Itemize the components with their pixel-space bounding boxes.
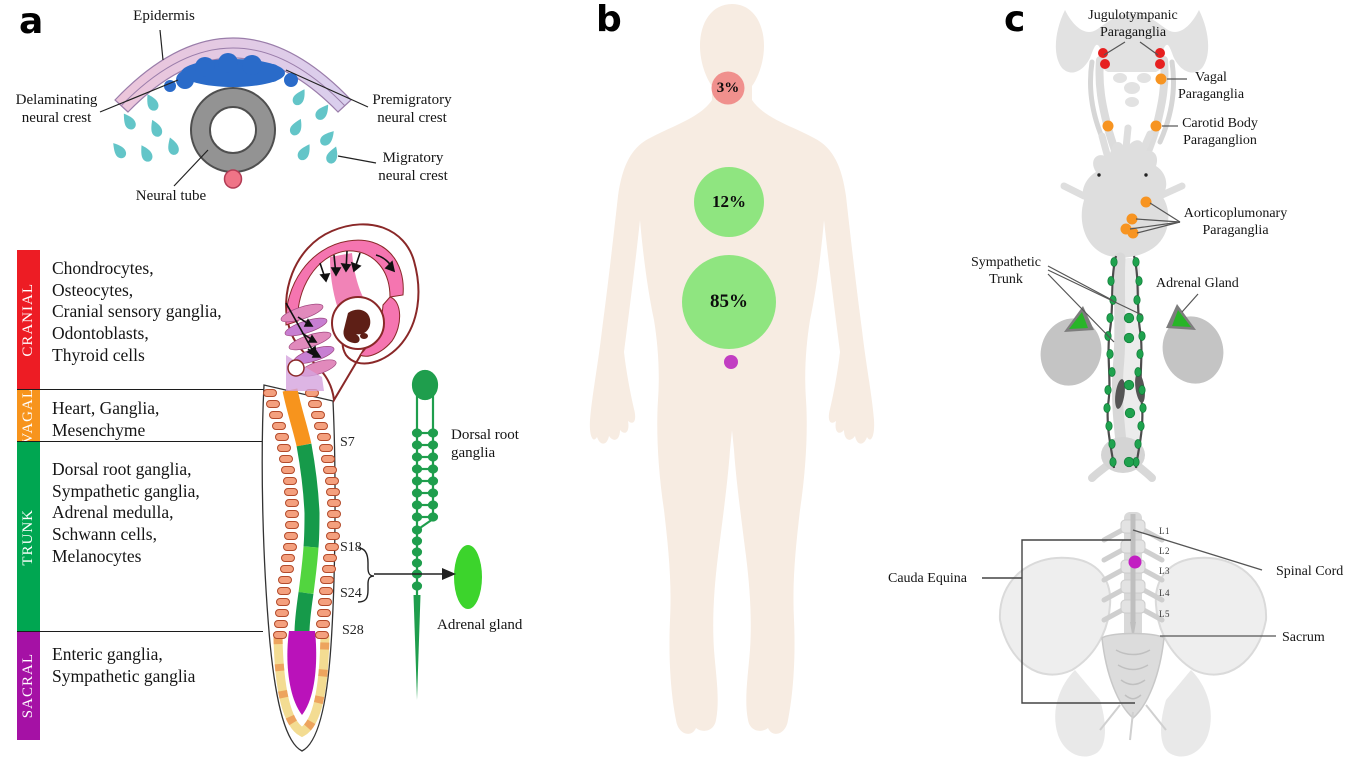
cauda-equina-bracket	[982, 539, 1135, 704]
adrenal-gland-c-label: Adrenal Gland	[1156, 276, 1239, 291]
leader-lines	[99, 29, 377, 187]
body-silhouette-drawing	[589, 4, 875, 734]
left-adrenal-gland	[1064, 306, 1094, 332]
embryo-drawing	[261, 223, 482, 752]
panel-a-letter: a	[19, 1, 44, 42]
human-silhouette	[589, 4, 875, 734]
pct-abdomen: 85%	[710, 291, 748, 312]
drg-label: Dorsal root ganglia	[451, 427, 519, 462]
sympathetic-ganglia-dots	[1103, 257, 1147, 468]
spinal-cord-label: Spinal Cord	[1276, 564, 1344, 579]
sacral-derivatives: Enteric ganglia, Sympathetic ganglia	[52, 644, 196, 686]
pelvis-drawing	[982, 512, 1276, 757]
sacrum-bone	[1099, 632, 1167, 741]
divider-vagal-trunk	[17, 441, 267, 442]
panel-c-letter: c	[1004, 0, 1026, 40]
aorticopulmonary-label: Aorticoplumonary Paraganglia	[1183, 206, 1288, 239]
right-kidney	[1162, 316, 1224, 384]
right-adrenal-gland	[1166, 304, 1196, 330]
stripe-vagal	[282, 388, 312, 447]
stripe-sacral-bulb	[287, 631, 317, 715]
panel-b-letter: b	[596, 0, 622, 40]
sacrum-label: Sacrum	[1282, 630, 1325, 645]
vertebra-label-l3: L3	[1159, 566, 1170, 576]
region-bar-sacral: SACRAL	[17, 632, 40, 740]
neural-tube-cross-section-drawing	[99, 29, 377, 189]
divider-trunk-sacral	[17, 631, 263, 632]
thorax-12pct-circle	[694, 167, 764, 237]
migration-arrows	[285, 250, 396, 358]
somite-label-s24: S24	[340, 586, 362, 601]
left-kidney	[1040, 318, 1102, 386]
tail-band	[273, 634, 330, 738]
somite-label-s18: S18	[340, 540, 362, 555]
stripe-trunk-upper	[296, 443, 320, 548]
abdomen-85pct-circle	[682, 255, 776, 349]
aorticopulmonary-dots	[1120, 196, 1152, 239]
jugulotympanic-label: Jugulotympanic Paraganglia	[1088, 8, 1178, 41]
neural-tube-ring	[190, 87, 276, 173]
vagal-derivatives: Heart, Ganglia, Mesenchyme	[52, 398, 160, 440]
s18-s24-brace	[357, 547, 442, 603]
paraganglia-anatomy-drawing	[1040, 10, 1224, 482]
tiny-dot-right	[1144, 173, 1148, 177]
lumbar-paraganglioma-dot	[1128, 555, 1142, 569]
notochord	[223, 169, 243, 189]
pct-head-neck: 3%	[716, 80, 740, 96]
adrenal-gland-label: Adrenal gland	[437, 617, 523, 633]
neural-tube-label: Neural tube	[135, 188, 207, 204]
axial-stripe	[282, 388, 320, 634]
premigratory-neural-crest-blob	[164, 53, 298, 92]
carotid-body-dots	[1102, 120, 1162, 132]
region-bar-vagal: VAGAL	[17, 388, 40, 444]
stripe-trunk-lower	[294, 591, 314, 634]
jugulotympanic-dots	[1098, 48, 1165, 69]
somite-label-s28: S28	[342, 623, 364, 638]
epidermis-label: Epidermis	[133, 8, 195, 24]
migratory-neural-crest-label: Migratory neural crest	[378, 150, 448, 185]
region-bar-cranial: CRANIAL	[17, 250, 40, 390]
divider-cranial-vagal	[17, 389, 265, 390]
lumbar-spine	[1101, 512, 1165, 640]
head-neck-3pct-circle	[711, 71, 745, 105]
adrenal-gland-ellipse	[454, 545, 482, 609]
vagal-dot	[1155, 73, 1167, 85]
carotid-body-label: Carotid Body Paraganglion	[1182, 116, 1258, 149]
drg-chain	[411, 369, 439, 700]
pelvis-dot	[724, 355, 738, 369]
pct-thorax: 12%	[712, 192, 746, 211]
adrenal-arrowhead	[442, 568, 456, 580]
panel-c-leader-lines	[1047, 41, 1199, 343]
premigratory-neural-crest-label: Premigratory neural crest	[372, 92, 452, 127]
cranial-derivatives: Chondrocytes, Osteocytes, Cranial sensor…	[52, 258, 222, 365]
embryo-head	[280, 223, 420, 404]
trunk-derivatives: Dorsal root ganglia, Sympathetic ganglia…	[52, 459, 200, 566]
vertebra-label-l1: L1	[1159, 526, 1170, 536]
vertebra-label-l4: L4	[1159, 588, 1170, 598]
sympathetic-trunk-label: Sympathetic Trunk	[971, 255, 1041, 288]
vertebra-label-l2: L2	[1159, 546, 1170, 556]
sympathetic-trunks	[1106, 255, 1144, 469]
heart-aortic-arch	[1060, 124, 1186, 258]
pelvis-leader-lines	[1132, 529, 1276, 637]
skull-base	[1055, 10, 1209, 107]
para-aortic-body-left	[1115, 379, 1125, 409]
vertebra-label-l5: L5	[1159, 609, 1170, 619]
stripe-trunk-s18-s24	[298, 546, 319, 594]
tiny-dot-left	[1097, 173, 1101, 177]
somite-label-s7: S7	[340, 435, 355, 450]
region-bar-trunk: TRUNK	[17, 442, 40, 632]
delaminating-neural-crest-label: Delaminating neural crest	[15, 92, 98, 127]
vagal-paraganglia-label: Vagal Paraganglia	[1177, 70, 1245, 103]
pelvis-bones	[998, 556, 1268, 757]
cauda-equina-label: Cauda Equina	[888, 571, 967, 586]
